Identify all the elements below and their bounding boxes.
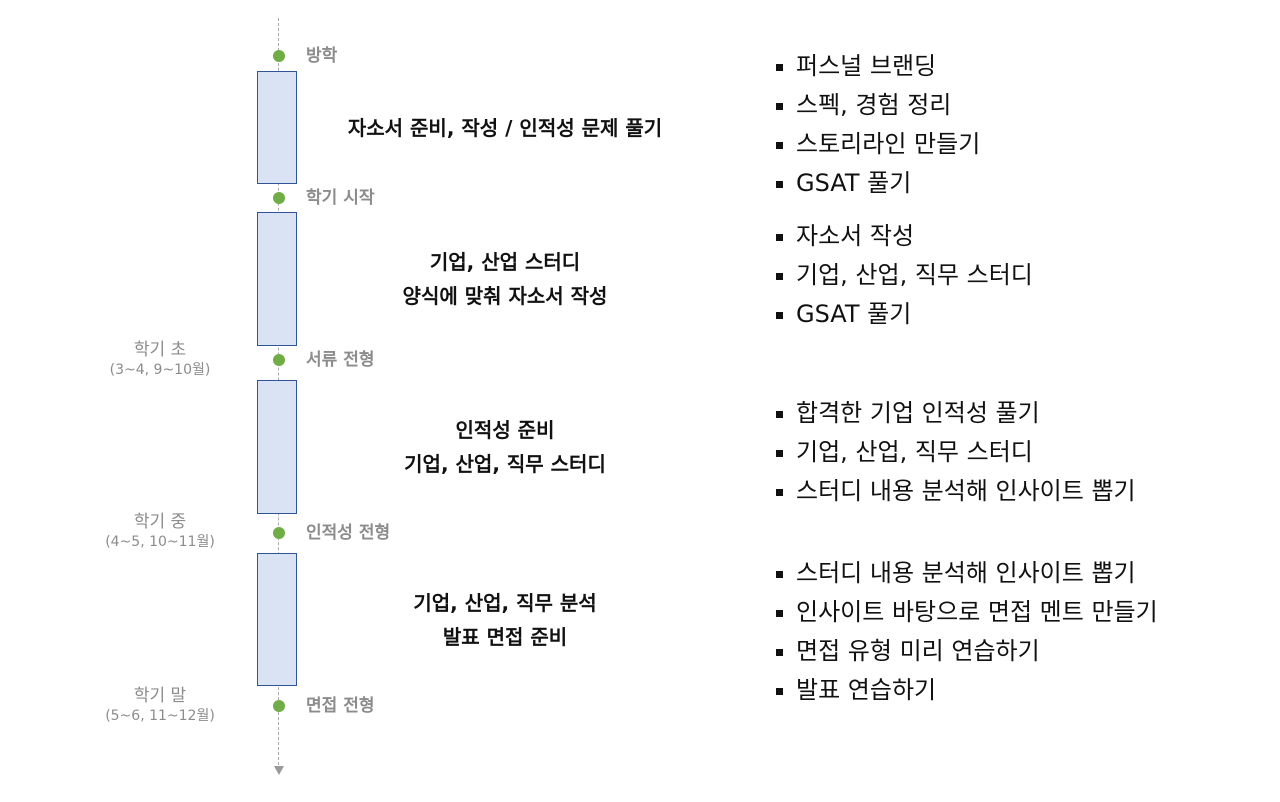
phase-title-line: 자소서 준비, 작성 / 인적성 문제 풀기	[347, 116, 663, 140]
task-item: 발표 연습하기	[774, 671, 1158, 710]
task-item: GSAT 풀기	[774, 164, 980, 203]
phase-title: 기업, 산업 스터디 양식에 맞춰 자소서 작성	[305, 245, 705, 313]
milestone-label: 서류 전형	[306, 350, 375, 370]
period-label-sub: (5~6, 11~12월)	[105, 708, 215, 724]
period-label-main: 학기 말	[133, 686, 187, 706]
task-item: 스터디 내용 분석해 인사이트 뽑기	[774, 554, 1158, 593]
phase-box	[257, 71, 297, 184]
task-item: 스터디 내용 분석해 인사이트 뽑기	[774, 472, 1136, 511]
milestone-dot	[273, 50, 285, 62]
milestone-dot	[273, 192, 285, 204]
task-item: 스펙, 경험 정리	[774, 86, 980, 125]
task-list: 퍼스널 브랜딩 스펙, 경험 정리 스토리라인 만들기 GSAT 풀기	[774, 47, 980, 203]
task-item: 기업, 산업, 직무 스터디	[774, 256, 1033, 295]
period-label-sub: (3~4, 9~10월)	[109, 362, 211, 378]
task-item: 합격한 기업 인적성 풀기	[774, 394, 1136, 433]
milestone-label: 학기 시작	[306, 188, 375, 208]
milestone-label: 인적성 전형	[306, 523, 391, 543]
timeline-arrow-head	[274, 766, 284, 775]
phase-title-line: 인적성 준비	[455, 418, 555, 442]
task-list: 자소서 작성 기업, 산업, 직무 스터디 GSAT 풀기	[774, 217, 1033, 334]
period-label: 학기 중 (4~5, 10~11월)	[60, 511, 260, 551]
task-list: 합격한 기업 인적성 풀기 기업, 산업, 직무 스터디 스터디 내용 분석해 …	[774, 394, 1136, 511]
task-item: GSAT 풀기	[774, 295, 1033, 334]
task-item: 스토리라인 만들기	[774, 125, 980, 164]
task-item: 기업, 산업, 직무 스터디	[774, 433, 1136, 472]
phase-box	[257, 380, 297, 514]
milestone-dot	[273, 354, 285, 366]
period-label: 학기 초 (3~4, 9~10월)	[60, 339, 260, 379]
phase-title: 기업, 산업, 직무 분석 발표 면접 준비	[305, 586, 705, 654]
period-label-sub: (4~5, 10~11월)	[105, 534, 215, 550]
task-item: 인사이트 바탕으로 면접 멘트 만들기	[774, 593, 1158, 632]
milestone-dot	[273, 700, 285, 712]
milestone-dot	[273, 527, 285, 539]
phase-title-line: 기업, 산업, 직무 스터디	[404, 452, 606, 476]
milestone-label: 방학	[306, 46, 338, 66]
period-label-main: 학기 중	[133, 512, 187, 532]
phase-title-line: 기업, 산업, 직무 분석	[413, 591, 597, 615]
phase-title: 인적성 준비 기업, 산업, 직무 스터디	[305, 413, 705, 481]
task-item: 면접 유형 미리 연습하기	[774, 632, 1158, 671]
task-item: 자소서 작성	[774, 217, 1033, 256]
period-label: 학기 말 (5~6, 11~12월)	[60, 685, 260, 725]
milestone-label: 면접 전형	[306, 696, 375, 716]
phase-box	[257, 553, 297, 686]
task-list: 스터디 내용 분석해 인사이트 뽑기 인사이트 바탕으로 면접 멘트 만들기 면…	[774, 554, 1158, 710]
phase-title: 자소서 준비, 작성 / 인적성 문제 풀기	[305, 111, 705, 145]
task-item: 퍼스널 브랜딩	[774, 47, 980, 86]
period-label-main: 학기 초	[133, 340, 187, 360]
phase-title-line: 발표 면접 준비	[442, 625, 568, 649]
phase-title-line: 기업, 산업 스터디	[429, 250, 581, 274]
phase-box	[257, 212, 297, 346]
phase-title-line: 양식에 맞춰 자소서 작성	[402, 284, 608, 308]
